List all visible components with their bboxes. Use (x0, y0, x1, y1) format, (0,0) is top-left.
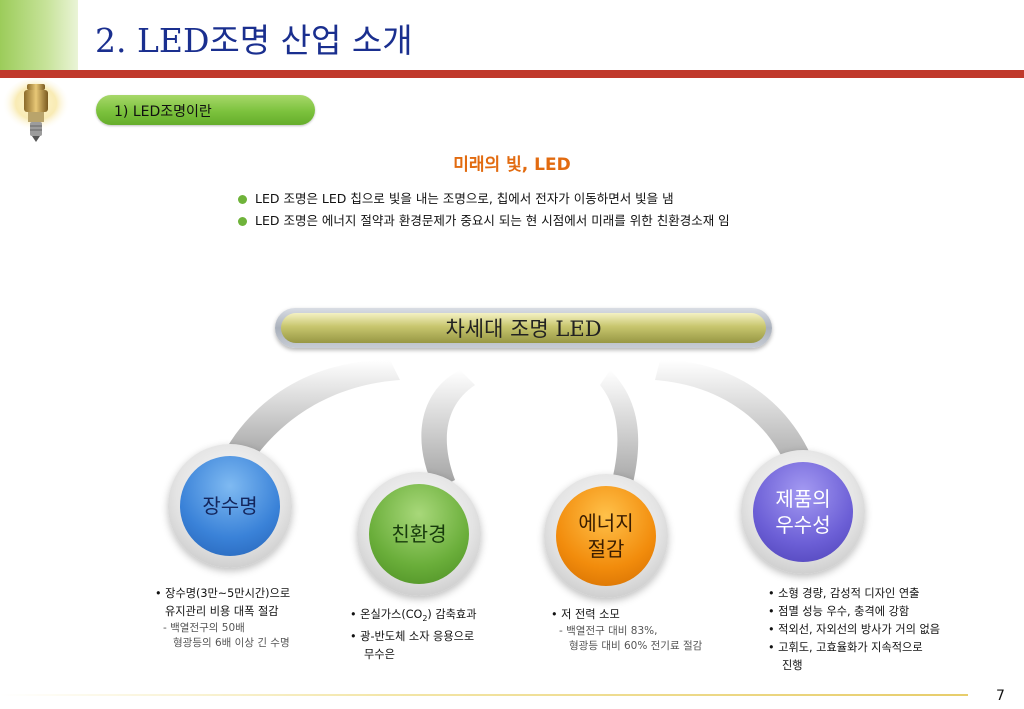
desc-line: • 온실가스(CO2) 감축효과 (350, 606, 477, 628)
page-number: 7 (996, 688, 1005, 704)
banner-label: 차세대 조명 LED (445, 317, 602, 341)
intro-bullet-text: LED 조명은 에너지 절약과 환경문제가 중요시 되는 현 시점에서 미래를 … (255, 213, 730, 228)
feature-name: 장수명 (202, 494, 258, 518)
section-label-pill: 1) LED조명이란 (96, 95, 315, 125)
feature-name-line: 우수성 (775, 513, 831, 537)
feature-name-line: 제품의 (775, 487, 831, 511)
page-title: 2. LED조명 산업 소개 (95, 21, 413, 60)
header-green-strip (0, 0, 78, 70)
desc-line: 무수은 (364, 648, 395, 662)
desc-sub-line: 형광등의 6배 이상 긴 수명 (173, 637, 290, 649)
feature-core: 제품의 우수성 (753, 462, 853, 562)
feature-desc-quality: • 소형 경량, 감성적 디자인 연출 • 점멸 성능 우수, 충격에 강함 •… (768, 585, 940, 675)
feature-core: 친환경 (369, 484, 469, 584)
intro-bullet-list: LED 조명은 LED 칩으로 빛을 내는 조명으로, 칩에서 전자가 이동하면… (238, 188, 730, 232)
desc-line: • 장수명(3만~5만시간)으로 (155, 587, 291, 600)
desc-sub-line: - 백열전구의 50배 (163, 622, 245, 634)
led-lamp-icon (0, 78, 80, 148)
feature-circle-energy: 에너지 절감 (544, 474, 668, 598)
feature-desc-eco: • 온실가스(CO2) 감축효과 • 광-반도체 소자 응용으로 무수은 (350, 606, 477, 664)
desc-line: • 광-반도체 소자 응용으로 (350, 630, 475, 644)
intro-bullet-text: LED 조명은 LED 칩으로 빛을 내는 조명으로, 칩에서 전자가 이동하면… (255, 191, 674, 206)
next-gen-banner-inner: 차세대 조명 LED (281, 313, 766, 343)
desc-subscript: 2 (422, 614, 428, 624)
feature-desc-longevity: • 장수명(3만~5만시간)으로 유지관리 비용 대폭 절감 - 백열전구의 5… (155, 585, 290, 651)
desc-line: 유지관리 비용 대폭 절감 (165, 605, 279, 618)
feature-core: 에너지 절감 (556, 486, 656, 586)
intro-bullet-item: LED 조명은 에너지 절약과 환경문제가 중요시 되는 현 시점에서 미래를 … (238, 210, 730, 232)
desc-line: • 점멸 성능 우수, 충격에 강함 (768, 605, 910, 618)
section-label: 1) LED조명이란 (114, 104, 212, 120)
feature-circle-longevity: 장수명 (168, 444, 292, 568)
feature-name: 친환경 (391, 522, 447, 546)
desc-sub-line: 형광등 대비 60% 전기료 절감 (569, 640, 703, 652)
intro-bullet-item: LED 조명은 LED 칩으로 빛을 내는 조명으로, 칩에서 전자가 이동하면… (238, 188, 730, 210)
feature-core: 장수명 (180, 456, 280, 556)
desc-line: • 소형 경량, 감성적 디자인 연출 (768, 587, 920, 600)
desc-line: • 고휘도, 고효율화가 지속적으로 (768, 641, 923, 654)
feature-desc-energy: • 저 전력 소모 - 백열전구 대비 83%, 형광등 대비 60% 전기료 … (551, 606, 702, 654)
header-separator (78, 0, 81, 70)
header-divider-bar (0, 70, 1024, 78)
desc-line: • 적외선, 자외선의 방사가 거의 없음 (768, 623, 941, 636)
footer-line (0, 694, 968, 696)
feature-circle-quality: 제품의 우수성 (741, 450, 865, 574)
desc-text: ) 감축효과 (427, 608, 477, 621)
connector-swooshes (220, 360, 820, 495)
desc-text: • 온실가스(CO (350, 608, 423, 621)
bullet-dot-icon (238, 194, 247, 204)
feature-name-line: 절감 (587, 537, 625, 561)
desc-sub-line: - 백열전구 대비 83%, (559, 625, 658, 637)
next-gen-banner: 차세대 조명 LED (275, 308, 772, 348)
bullet-dot-icon (238, 216, 247, 226)
feature-name-line: 에너지 (578, 511, 634, 535)
desc-line: 진행 (782, 659, 803, 672)
desc-line: • 저 전력 소모 (551, 608, 620, 621)
subtitle: 미래의 빛, LED (453, 155, 571, 175)
feature-circle-eco: 친환경 (357, 472, 481, 596)
